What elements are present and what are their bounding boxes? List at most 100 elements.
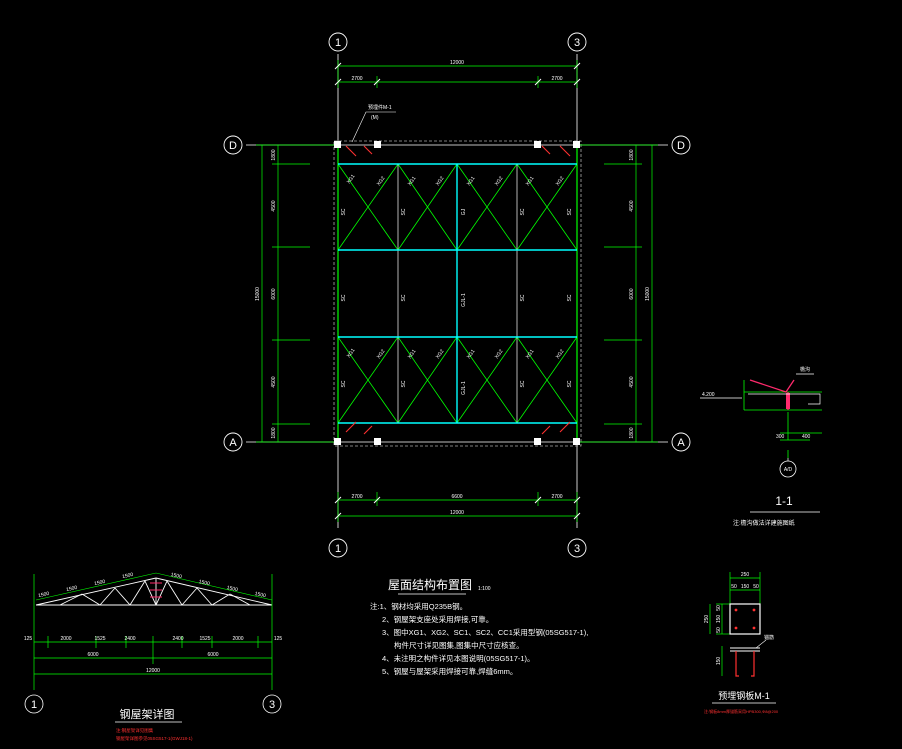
plan-dimension-ticks	[334, 62, 581, 520]
member-label: XG1	[346, 347, 357, 359]
truss-bottom-dim: 2000	[232, 636, 243, 642]
truss-bottom-dim: 1525	[199, 636, 210, 642]
axis-bubble-a-right	[671, 432, 691, 452]
member-label: XG2	[376, 348, 387, 360]
dim-left-s5: 1800	[271, 427, 277, 438]
section-elev: 4.200	[702, 392, 715, 398]
axis-bubble-1-bottom	[328, 538, 348, 558]
axis-label-1-bottom: 1	[335, 543, 341, 555]
embed-dim-t1: 50	[731, 584, 737, 590]
dim-right-s5: 1800	[629, 427, 635, 438]
embed-drawing	[709, 572, 767, 677]
axis-label-a-left: A	[229, 437, 237, 449]
truss-top-dim: 1500	[170, 572, 182, 580]
note-line: 5、钢屋与屋架采用焊接可靠,焊缝6mm。	[382, 666, 517, 676]
embed-title: 预埋钢板M-1	[718, 690, 770, 701]
corner-supports	[334, 141, 580, 445]
embed-dim-s2: 150	[716, 615, 722, 624]
truss-half-left: 6000	[87, 652, 98, 658]
member-label: SC	[567, 294, 573, 301]
member-label: SC	[401, 380, 407, 387]
member-label: SC	[341, 380, 347, 387]
truss-bottom-dim: 2400	[172, 636, 183, 642]
dim-right-total: 15000	[645, 287, 651, 301]
truss-half-right: 6000	[207, 652, 218, 658]
member-label: XG2	[435, 348, 446, 360]
truss-top-dim: 1500	[198, 579, 210, 587]
note-line: 3、图中XG1、XG2、SC1、SC2、CC1采用型钢(05SG517-1),	[382, 627, 588, 637]
member-label: XG2	[494, 348, 505, 360]
note-line: 4、未注明之构件详见本图说明(05SG517-1)。	[382, 653, 535, 663]
section-axis-bubble	[779, 460, 797, 478]
dim-top-total: 12000	[450, 60, 464, 66]
dim-top-left: 2700	[351, 76, 362, 82]
purlin-lines	[397, 164, 518, 423]
axis-bubble-1-top	[328, 32, 348, 52]
member-label: XG1	[407, 175, 418, 187]
member-label: XG1	[407, 348, 418, 360]
axis-bubble-a-left	[223, 432, 243, 452]
axis-bubble-3-top	[567, 32, 587, 52]
dim-left-s3: 6000	[271, 288, 277, 299]
truss-sub1: 注:钢屋架详见图集	[116, 727, 154, 734]
truss-drawing	[24, 572, 282, 714]
axis-bubble-d-left	[223, 135, 243, 155]
truss-sub2: 钢屋架详图参见05SG517-1(GWJ18-1)	[116, 735, 193, 742]
member-label: SC	[520, 380, 526, 387]
member-label: XG1	[466, 348, 477, 360]
dim-left-total: 15000	[255, 287, 261, 301]
dim-bottom-total: 12000	[450, 510, 464, 516]
member-label: SC	[520, 208, 526, 215]
embed-dim-side: 250	[704, 615, 710, 624]
member-label: SC	[567, 208, 573, 215]
member-label: XG1	[525, 348, 536, 360]
dim-bottom-mid: 6600	[451, 494, 462, 500]
dim-top-right: 2700	[551, 76, 562, 82]
member-label: XG2	[555, 175, 566, 187]
member-label: XG2	[555, 348, 566, 360]
section-dim-b: 400	[802, 434, 811, 440]
axis-label-3-top: 3	[574, 37, 580, 49]
embed-dim-s1: 50	[716, 605, 722, 611]
section-drawing	[700, 373, 822, 478]
callout-label: 预埋件M-1	[368, 104, 392, 111]
member-label: XG1	[346, 173, 357, 185]
truss-top-dim: 1500	[226, 585, 238, 593]
dim-right-s1: 1800	[629, 149, 635, 160]
plan-title: 屋面结构布置图	[388, 577, 472, 592]
section-tag: 檐沟	[800, 366, 810, 373]
note-line: 构件尺寸详见图集,图集中尺寸应核查。	[394, 640, 524, 650]
member-label: XG1	[525, 175, 536, 187]
note-line: 注:1、钢材均采用Q235B钢。	[370, 601, 467, 611]
bracing-x	[337, 145, 578, 442]
plan-scale: 1:100	[478, 586, 491, 592]
member-label: XG1	[466, 175, 477, 187]
section-label: 1-1	[775, 494, 793, 508]
embed-dim-s3: 50	[716, 627, 722, 633]
dim-bottom-right: 2700	[551, 494, 562, 500]
dim-right-s4: 4500	[629, 376, 635, 387]
embed-tag: 锚筋	[764, 634, 774, 641]
dim-left-s4: 4500	[271, 376, 277, 387]
member-label: SC	[341, 208, 347, 215]
member-label: XG2	[376, 175, 387, 187]
axis-label-3-bottom: 3	[574, 543, 580, 555]
truss-axis-bubble-3	[262, 694, 282, 714]
axis-bubble-3-bottom	[567, 538, 587, 558]
truss-top-dim: 1500	[38, 591, 50, 599]
truss-title: 钢屋架详图	[120, 707, 175, 721]
member-label: GJL-1	[461, 381, 467, 395]
member-label: XG2	[494, 175, 505, 187]
truss-top-dim: 1500	[66, 585, 78, 593]
member-label: XG2	[435, 175, 446, 187]
embed-note: 注:钢板8mm厚锚筋采用HPB300,Φ8@200	[704, 708, 779, 714]
truss-axis-label-1: 1	[31, 699, 37, 711]
dim-right-s2: 4500	[629, 200, 635, 211]
note-line: 2、钢屋架支座处采用焊接,可靠。	[382, 614, 493, 624]
truss-end-dim-right: 125	[274, 636, 283, 642]
axis-label-d-right: D	[677, 140, 685, 152]
truss-bottom-dim: 2000	[60, 636, 71, 642]
section-note: 注:檐沟做法详建施图纸	[733, 519, 795, 527]
member-label: SC	[567, 380, 573, 387]
